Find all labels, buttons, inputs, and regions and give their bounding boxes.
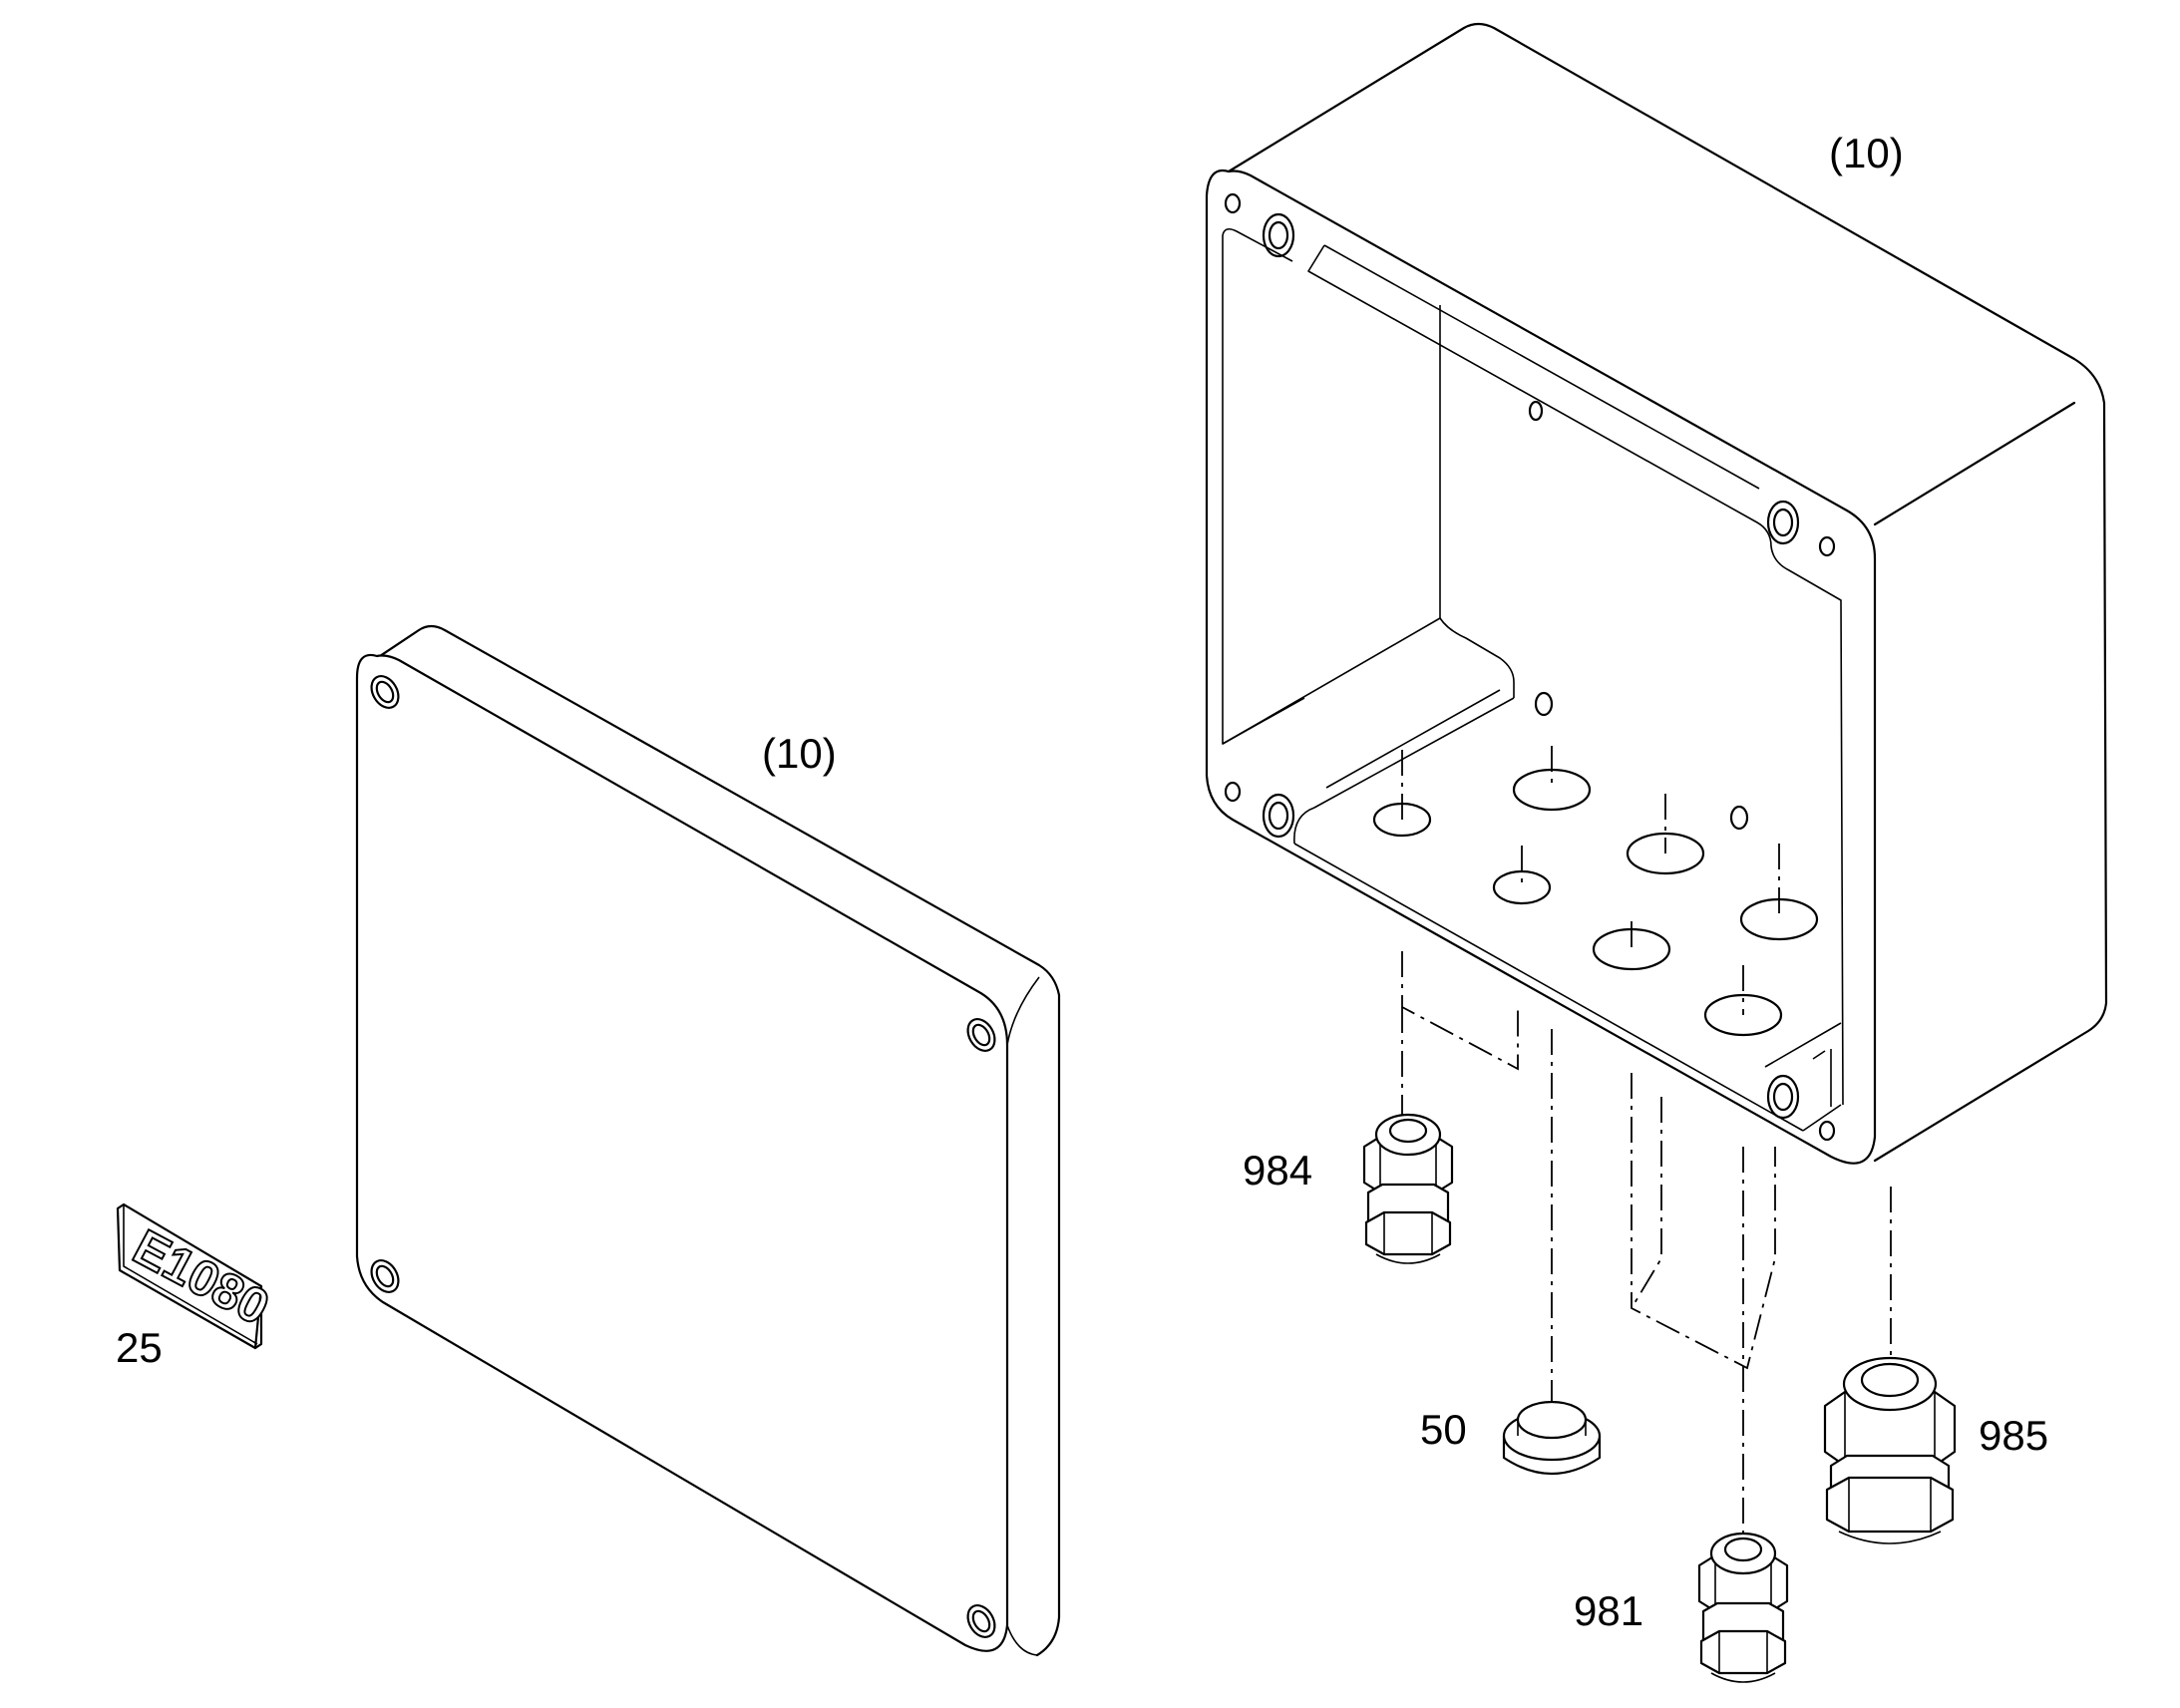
assembly-centerlines: [1401, 746, 1892, 1543]
label-box-lid: (10): [762, 730, 837, 777]
label-gland-984: 984: [1243, 1147, 1312, 1194]
cable-gland-981: [1697, 1532, 1789, 1683]
label-box-body: (10): [1829, 130, 1904, 176]
label-plug-50: 50: [1420, 1406, 1467, 1453]
label-gland-981: 981: [1574, 1587, 1643, 1634]
box-lid: [355, 624, 1061, 1657]
label-gland-985: 985: [1979, 1412, 2048, 1459]
blanking-plug-50: [1502, 1400, 1602, 1475]
cable-gland-984: [1362, 1113, 1454, 1264]
cable-gland-985: [1823, 1356, 1957, 1544]
box-body: [1205, 22, 2108, 1165]
label-plate-number: 25: [116, 1324, 163, 1371]
part-labels: (10) (10) 25 984 50 985 981: [116, 130, 2048, 1634]
